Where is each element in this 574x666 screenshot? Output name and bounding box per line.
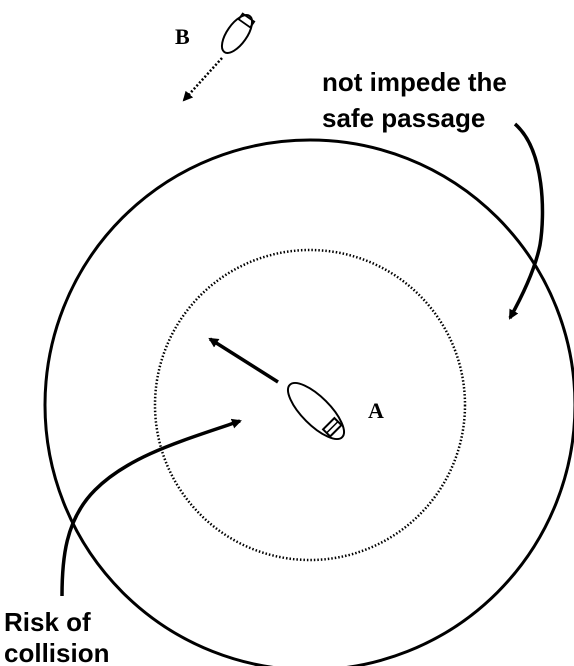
inner-zone-pointer-arrow <box>60 418 242 597</box>
vessel-a-label: A <box>368 398 384 423</box>
outer-zone-label-line1: not impede the <box>322 67 507 97</box>
outer-zone-pointer-arrow <box>508 122 545 320</box>
vessel-b-label: B <box>175 24 190 49</box>
outer-zone-label-line2: safe passage <box>322 103 485 133</box>
vessel-a-heading-arrow <box>208 337 279 384</box>
vessel-b-heading-arrow <box>182 57 223 102</box>
vessel-b-icon <box>220 12 256 54</box>
vessel-a-icon <box>287 382 345 440</box>
inner-zone-circle <box>153 248 467 562</box>
inner-zone-label-line2: collision <box>4 638 109 666</box>
inner-zone-label-line1: Risk of <box>4 607 91 637</box>
outer-zone-circle <box>43 138 574 666</box>
